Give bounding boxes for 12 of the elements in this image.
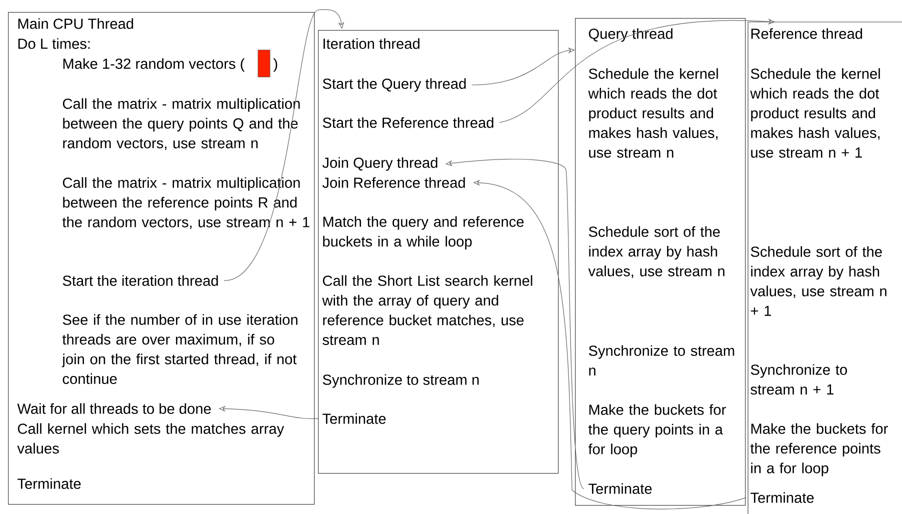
step-text: Start the iteration thread <box>62 275 218 286</box>
step-text: Terminate <box>322 413 386 424</box>
step-text: Join Query thread <box>322 157 438 171</box>
step-text: Start the Query thread <box>322 78 466 92</box>
step-text: Start the Reference thread <box>322 117 494 128</box>
arrow <box>499 18 775 123</box>
step-text: Terminate <box>750 492 814 503</box>
arrow <box>224 9 344 281</box>
step-text: Wait for all threads to be done <box>17 403 211 414</box>
arrow <box>472 47 575 86</box>
step-text: Join Reference thread <box>322 177 465 188</box>
step-text: Terminate <box>588 483 652 494</box>
